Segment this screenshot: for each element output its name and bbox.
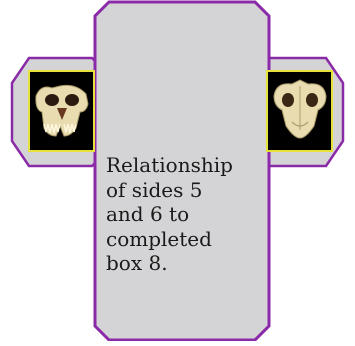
caption-line-5: box 8. bbox=[106, 251, 226, 276]
caption-line-1: Relationship bbox=[106, 153, 226, 178]
left-skull-photo bbox=[29, 71, 94, 151]
right-skull-photo bbox=[267, 71, 332, 151]
caption-line-4: completed bbox=[106, 227, 226, 252]
caption-line-3: and 6 to bbox=[106, 202, 226, 227]
caption: Relationship of sides 5 and 6 to complet… bbox=[106, 153, 226, 276]
caption-line-2: of sides 5 bbox=[106, 178, 226, 203]
